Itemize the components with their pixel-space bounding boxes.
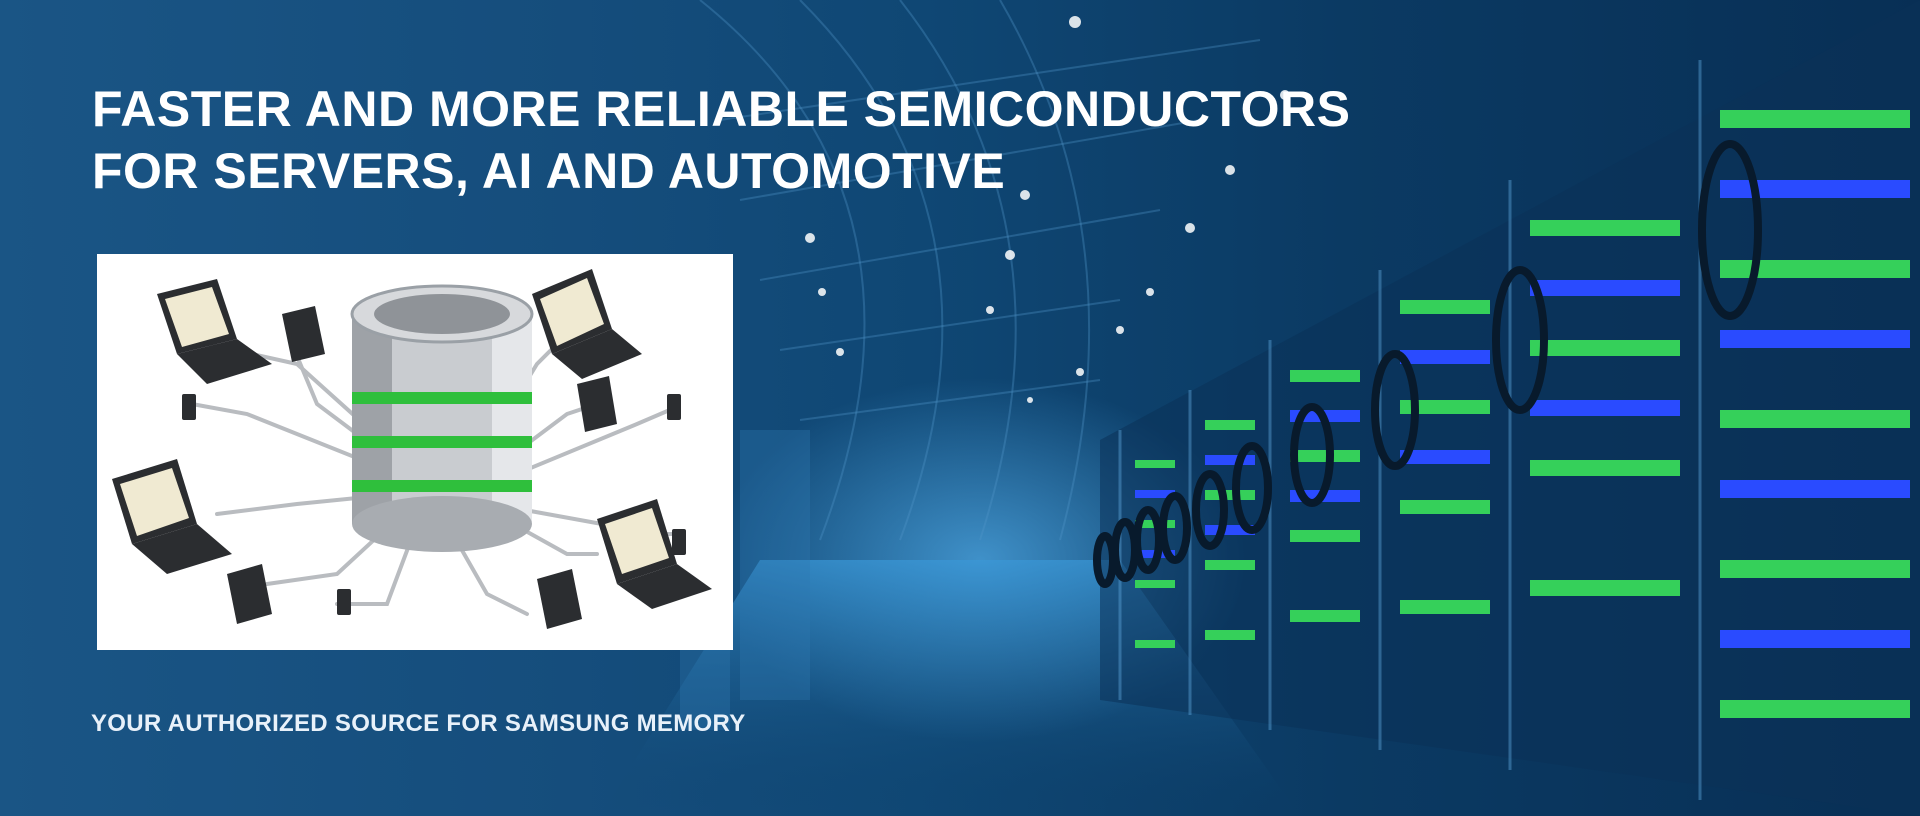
- database-cylinder-icon: [350, 284, 534, 552]
- headline-line-1: FASTER AND MORE RELIABLE SEMICONDUCTORS: [92, 81, 1351, 137]
- database-network-image: [97, 254, 733, 650]
- database-illustration: [112, 269, 712, 629]
- hero-headline: FASTER AND MORE RELIABLE SEMICONDUCTORS …: [92, 78, 1350, 202]
- hero-tagline: YOUR AUTHORIZED SOURCE FOR SAMSUNG MEMOR…: [91, 710, 746, 737]
- headline-line-2: FOR SERVERS, AI AND AUTOMOTIVE: [92, 143, 1006, 199]
